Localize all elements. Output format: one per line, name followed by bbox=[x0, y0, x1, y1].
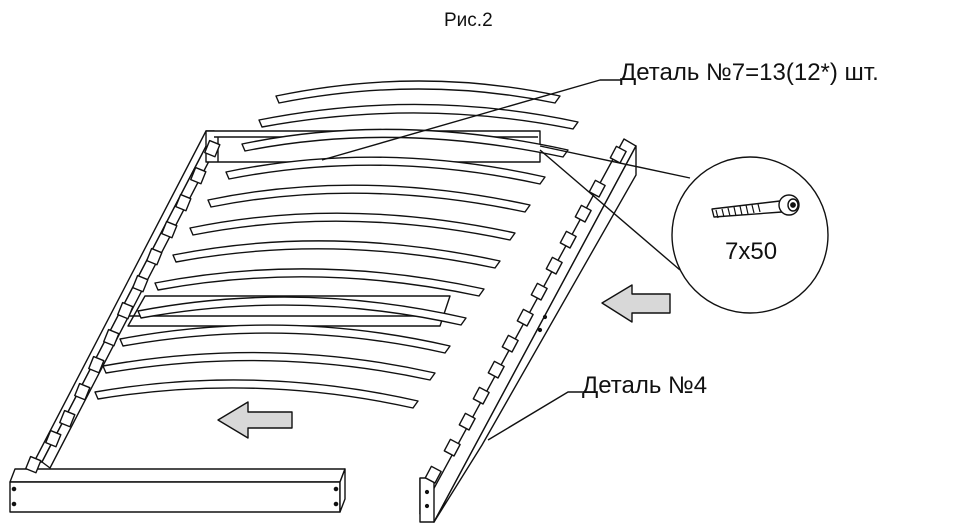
slat bbox=[154, 268, 485, 297]
slat bbox=[258, 103, 579, 130]
right-rail-end bbox=[419, 477, 435, 523]
bracket bbox=[117, 301, 134, 320]
bracket bbox=[516, 308, 534, 327]
slat bbox=[172, 240, 501, 269]
bracket bbox=[487, 360, 505, 379]
arrow-left-icon bbox=[217, 401, 293, 439]
bracket bbox=[530, 282, 548, 301]
bracket bbox=[609, 145, 627, 164]
slat bbox=[137, 296, 467, 326]
slat bbox=[94, 379, 419, 409]
bracket bbox=[146, 247, 163, 266]
figure-title: Рис.2 bbox=[444, 10, 493, 31]
arrow-left-icon bbox=[601, 284, 671, 323]
bracket bbox=[74, 382, 91, 401]
slat bbox=[207, 184, 531, 213]
bracket bbox=[132, 274, 149, 293]
bracket bbox=[175, 193, 192, 212]
bracket bbox=[45, 429, 62, 448]
bracket bbox=[88, 355, 105, 374]
leader-screw bbox=[539, 145, 691, 271]
slat bbox=[119, 324, 451, 354]
bracket bbox=[443, 438, 461, 457]
leader-part4 bbox=[487, 391, 582, 441]
screw-detail bbox=[671, 156, 829, 314]
bracket bbox=[574, 204, 592, 223]
slat bbox=[189, 212, 516, 241]
slat bbox=[241, 128, 569, 158]
bracket bbox=[588, 179, 606, 198]
bracket bbox=[161, 220, 178, 239]
label-part-4: Деталь №4 bbox=[582, 372, 708, 399]
label-part-7: Деталь №7=13(12*) шт. bbox=[620, 59, 879, 86]
slat bbox=[275, 80, 561, 104]
screw-icon bbox=[711, 194, 800, 219]
bracket bbox=[59, 409, 76, 428]
leader-part7 bbox=[321, 79, 622, 161]
slat bbox=[102, 351, 436, 381]
bracket bbox=[204, 139, 221, 158]
bracket bbox=[501, 334, 519, 353]
bracket bbox=[559, 230, 577, 249]
bracket bbox=[25, 455, 42, 474]
bracket bbox=[458, 412, 476, 431]
bottom-cross-bar bbox=[9, 468, 346, 513]
bracket bbox=[103, 328, 120, 347]
bracket bbox=[472, 386, 490, 405]
bracket bbox=[190, 166, 207, 185]
slats bbox=[94, 80, 579, 409]
right-brackets bbox=[424, 145, 627, 484]
bracket bbox=[545, 256, 563, 275]
left-brackets bbox=[25, 139, 221, 474]
label-screw-size: 7x50 bbox=[725, 238, 778, 265]
bracket bbox=[424, 465, 442, 484]
